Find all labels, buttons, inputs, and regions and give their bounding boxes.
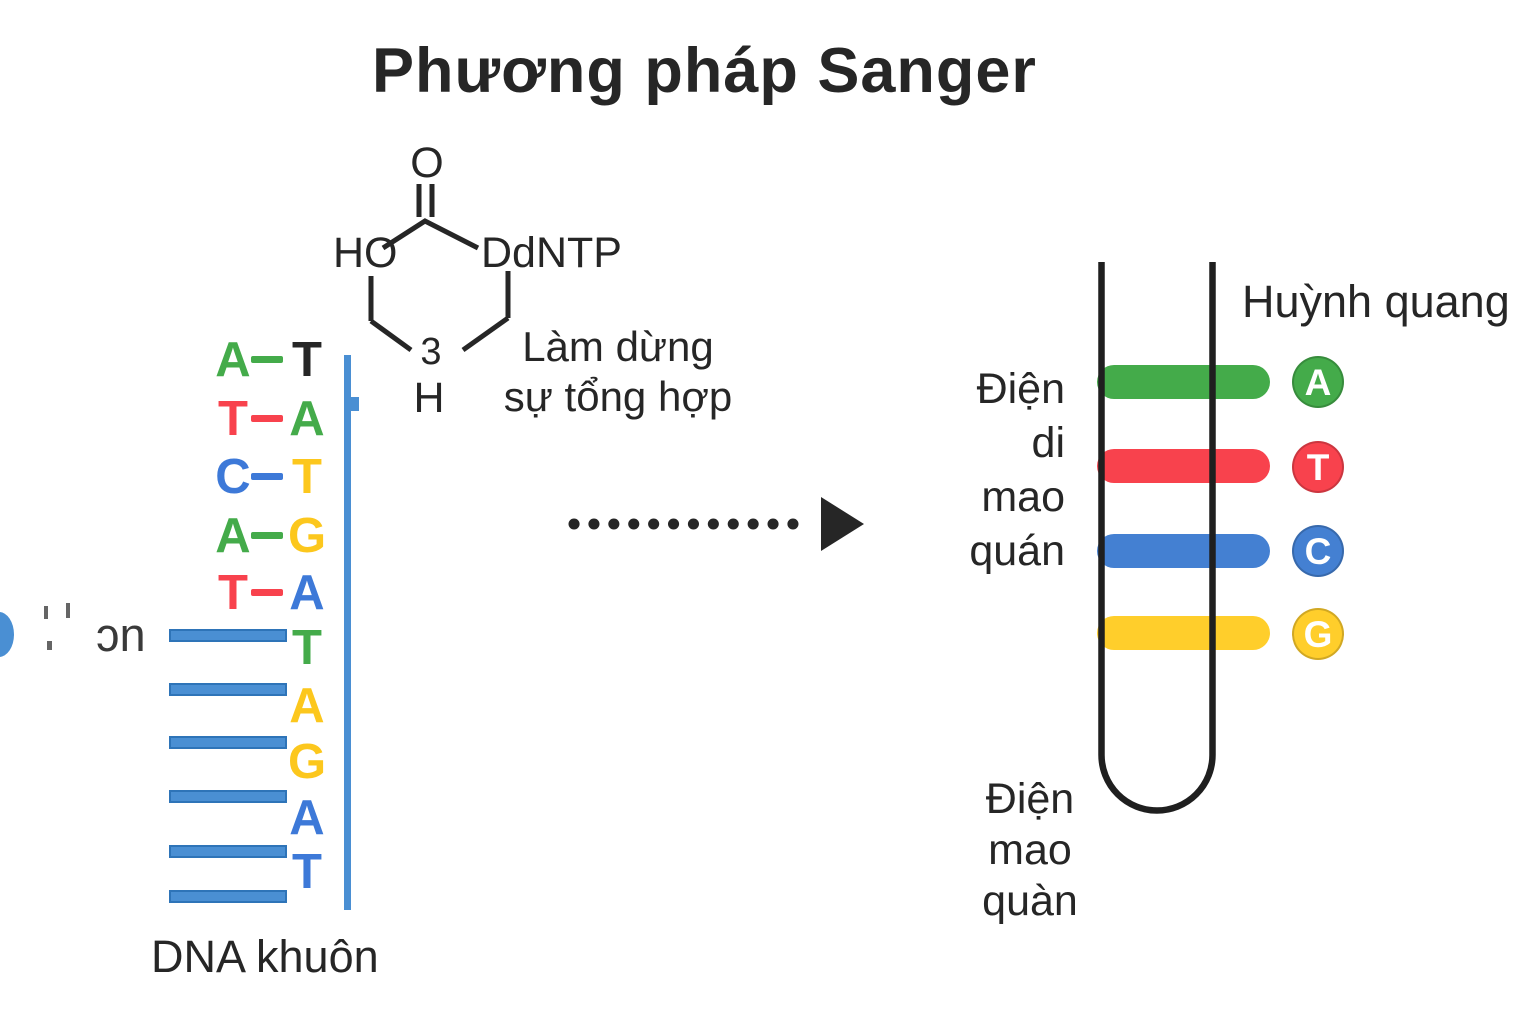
- erased-text-fragment: ɔn: [96, 608, 146, 661]
- base-chip-a: A: [1292, 356, 1344, 408]
- chip-letter: A: [1304, 361, 1332, 403]
- synthesized-base: A: [289, 791, 325, 845]
- electrophoresis-label-line4: quán: [969, 527, 1065, 575]
- page-title: Phương pháp Sanger: [372, 36, 1037, 106]
- pair-bond: [251, 415, 283, 422]
- primer-strand-segment: [169, 890, 287, 903]
- base-left: T: [218, 566, 248, 620]
- base-right: T: [292, 333, 322, 387]
- base-right: G: [287, 509, 327, 563]
- termination-caption-line1: Làm dừng: [522, 323, 714, 370]
- electrophoresis-label-line3: mao: [981, 473, 1065, 521]
- synthesized-base: G: [287, 735, 327, 789]
- electrophoresis-label-line2: di: [1031, 419, 1065, 467]
- fluorescence-label: Huỳnh quang: [1242, 276, 1510, 327]
- dna-template-label: DNA khuôn: [151, 931, 379, 982]
- carbon-3-label: 3: [420, 331, 442, 373]
- base-chip-g: G: [1292, 608, 1344, 660]
- arrow-icon: [568, 497, 864, 551]
- ddntp-label: DdNTP: [481, 229, 622, 277]
- synthesized-base: T: [292, 621, 322, 675]
- pair-bond: [251, 356, 283, 363]
- hydrogen-atom-label: H: [413, 374, 445, 422]
- capillary-tube-outline: [1098, 262, 1216, 814]
- base-chip-c: C: [1292, 525, 1344, 577]
- capillary-bottom-label-line2: mao: [988, 826, 1072, 874]
- base-right: A: [289, 566, 325, 620]
- gel-band-a: [1097, 365, 1270, 399]
- primer-strand-segment: [169, 790, 287, 803]
- gel-band-c: [1097, 534, 1270, 568]
- chip-letter: T: [1306, 446, 1330, 488]
- chip-letter: G: [1303, 613, 1333, 655]
- chip-letter: C: [1304, 530, 1332, 572]
- primer-strand-segment: [169, 845, 287, 858]
- capillary-bottom-label-line1: Điện: [985, 775, 1075, 823]
- base-chip-t: T: [1292, 441, 1344, 493]
- base-right: A: [289, 392, 325, 446]
- termination-caption-line2: sự tổng hợp: [503, 373, 733, 420]
- synthesized-base: A: [289, 679, 325, 733]
- erased-text-artifact: [47, 641, 52, 650]
- gel-band-t: [1097, 449, 1270, 483]
- primer-strand-segment: [169, 629, 287, 642]
- pair-bond: [251, 589, 283, 596]
- electrophoresis-label-line1: Điện: [976, 365, 1065, 413]
- pair-bond: [251, 473, 283, 480]
- ddntp-molecule-bonds: [368, 184, 511, 353]
- termination-caption: Làm dừng sự tổng hợp: [487, 322, 749, 422]
- template-strand-line: [344, 355, 359, 910]
- oxygen-atom-label: O: [410, 139, 444, 187]
- primer-strand-segment: [169, 683, 287, 696]
- base-right: T: [292, 450, 322, 504]
- left-edge-dot: [0, 612, 14, 657]
- pair-bond: [251, 532, 283, 539]
- base-left: A: [215, 333, 251, 387]
- synthesized-base: T: [292, 845, 322, 899]
- capillary-bottom-label-line3: quàn: [982, 877, 1078, 925]
- primer-strand-segment: [169, 736, 287, 749]
- erased-text-artifact: [66, 603, 70, 618]
- base-left: A: [215, 509, 251, 563]
- electrophoresis-label: Điện di mao quán: [930, 362, 1065, 578]
- hydroxyl-label: HO: [333, 229, 398, 277]
- base-left: T: [218, 392, 248, 446]
- base-left: C: [215, 450, 251, 504]
- gel-band-g: [1097, 616, 1270, 650]
- erased-text-artifact: [44, 606, 48, 619]
- capillary-bottom-label: Điện mao quàn: [940, 774, 1120, 927]
